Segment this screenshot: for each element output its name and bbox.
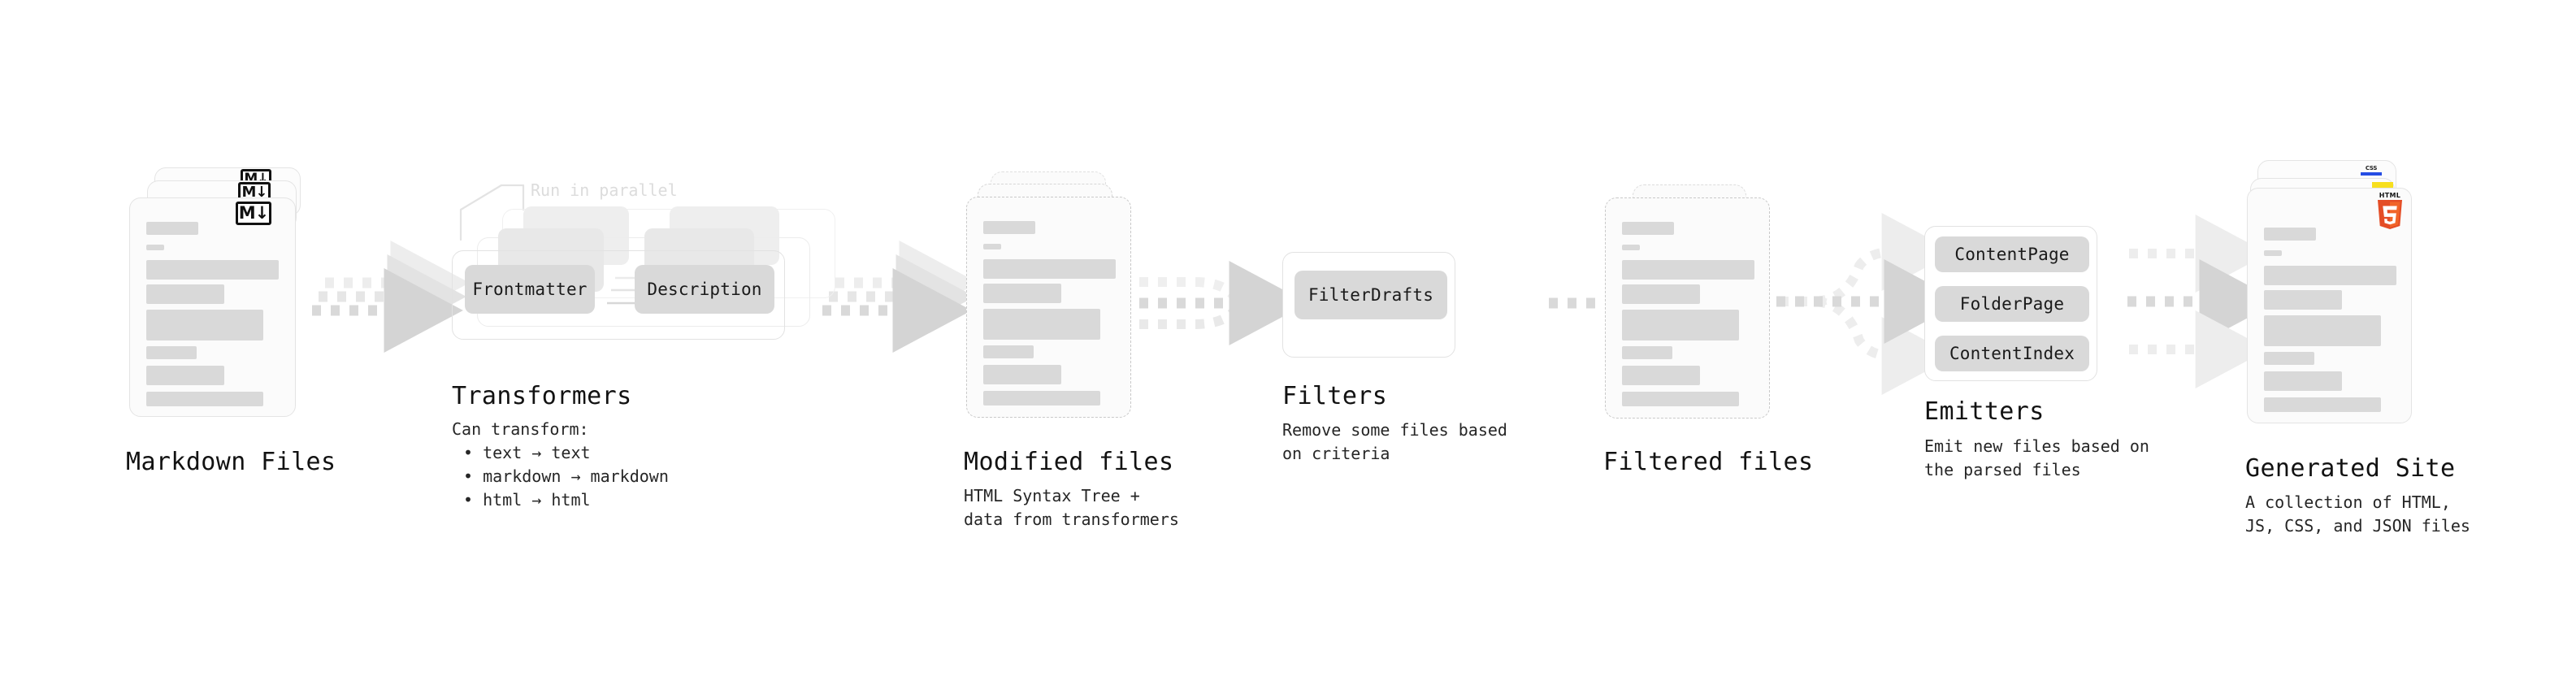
stage-title-filtered-files: Filtered files (1603, 448, 1814, 476)
skeleton-block-6 (2264, 397, 2381, 412)
markdown-card-front (129, 197, 296, 417)
filter-chip-filterdrafts[interactable]: FilterDrafts (1295, 271, 1447, 319)
transformers-bullet-2: • html → html (463, 490, 591, 510)
skeleton-title (983, 221, 1035, 234)
skeleton-block-3 (1622, 310, 1739, 340)
skeleton-block-2 (2264, 290, 2342, 310)
modified-card-front (966, 197, 1131, 418)
filtered-card-front (1605, 197, 1770, 419)
connector-emitters-to-site (2127, 215, 2279, 388)
transformers-desc: Can transform: (452, 419, 589, 439)
skeleton-block-1 (983, 259, 1116, 279)
emitter-chip-contentindex[interactable]: ContentIndex (1935, 336, 2089, 371)
markdown-badge-letter: M (241, 184, 256, 201)
skeleton-block-6 (1622, 392, 1739, 406)
site-card-front (2247, 188, 2412, 423)
skeleton-block-6 (146, 392, 263, 406)
css-badge-bar (2361, 172, 2382, 176)
connector-md-to-transformers (312, 241, 470, 353)
markdown-badge-arrow: ↓ (255, 184, 267, 201)
skeleton-block-5 (146, 366, 224, 385)
stage-title-emitters: Emitters (1924, 397, 2045, 426)
transformers-bullet-1: • markdown → markdown (463, 466, 669, 486)
skeleton-block-5 (1622, 366, 1700, 385)
skeleton-block-1 (2264, 266, 2396, 285)
emitters-desc: Emit new files based on the parsed files (1924, 436, 2149, 479)
connector-filtered-to-emitters (1776, 213, 1963, 395)
connector-modified-to-filters (1139, 261, 1308, 345)
transformer-chip-frontmatter[interactable]: Frontmatter (465, 265, 595, 314)
filters-desc: Remove some files based on criteria (1282, 420, 1507, 463)
stage-title-transformers: Transformers (452, 382, 632, 410)
skeleton-subtle (2264, 250, 2282, 256)
skeleton-block-3 (2264, 315, 2381, 346)
skeleton-block-4 (146, 346, 197, 359)
skeleton-subtle (146, 245, 164, 250)
skeleton-block-4 (2264, 352, 2314, 365)
skeleton-block-2 (1622, 284, 1700, 304)
stage-title-generated-site: Generated Site (2245, 454, 2456, 483)
emitter-chip-contentpage[interactable]: ContentPage (1935, 236, 2089, 272)
markdown-badge-arrow: ↓ (254, 203, 270, 223)
transformer-panel-front: Frontmatter Description (452, 250, 785, 340)
emitters-panel: ContentPage FolderPage ContentIndex (1924, 226, 2097, 381)
skeleton-block-1 (1622, 260, 1754, 280)
skeleton-block-4 (983, 345, 1034, 358)
markdown-badge-letter: M (238, 203, 256, 223)
skeleton-block-4 (1622, 346, 1672, 359)
css-badge-label: CSS (2365, 165, 2378, 171)
skeleton-block-6 (983, 391, 1100, 406)
css-badge: CSS (2361, 166, 2382, 176)
skeleton-block-2 (146, 284, 224, 304)
generated-site-desc: A collection of HTML, JS, CSS, and JSON … (2245, 492, 2470, 536)
skeleton-block-5 (983, 365, 1061, 384)
html5-badge: HTML (2375, 193, 2405, 236)
stage-title-markdown-files: Markdown Files (126, 448, 336, 476)
skeleton-block-3 (983, 309, 1100, 340)
skeleton-block-3 (146, 310, 263, 340)
modified-files-desc: HTML Syntax Tree + data from transformer… (964, 486, 1179, 529)
connector-transformers-to-modified (822, 241, 978, 353)
emitter-chip-folderpage[interactable]: FolderPage (1935, 286, 2089, 322)
skeleton-subtle (983, 244, 1001, 249)
skeleton-title (2264, 228, 2316, 241)
transformers-bullet-0: • text → text (463, 443, 591, 462)
transformer-chip-description[interactable]: Description (635, 265, 774, 314)
filters-panel: FilterDrafts (1282, 252, 1455, 358)
stage-title-filters: Filters (1282, 382, 1388, 410)
html5-shield-icon (2378, 200, 2402, 229)
skeleton-block-5 (2264, 371, 2342, 391)
skeleton-subtle (1622, 245, 1640, 250)
html5-badge-label: HTML (2379, 192, 2401, 199)
run-in-parallel-label: Run in parallel (531, 180, 678, 200)
skeleton-block-1 (146, 260, 279, 280)
stage-title-modified-files: Modified files (964, 448, 1174, 476)
skeleton-title (146, 222, 198, 235)
skeleton-block-2 (983, 284, 1061, 303)
skeleton-title (1622, 222, 1674, 235)
markdown-badge-front[interactable]: M↓ (236, 202, 271, 225)
